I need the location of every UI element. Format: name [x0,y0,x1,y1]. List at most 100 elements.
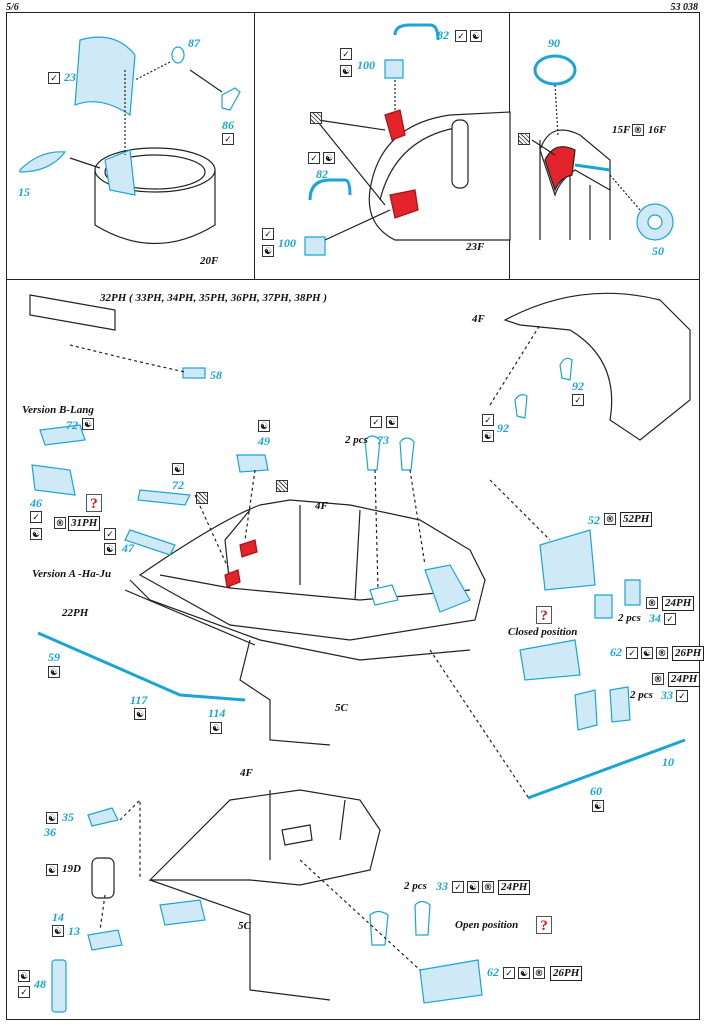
part-87: 87 [188,36,200,50]
glue-icon: ✓ [452,881,464,893]
pcs-34-label: 2 pcs [618,612,641,624]
ref-26PH-b: 26PH [550,966,583,981]
bend-icon: ® [656,647,668,659]
ref-4F-bottom: 4F [240,767,253,779]
part-117: 117 [130,693,148,707]
glue-icon: ✓ [18,986,30,998]
part-72a: 72 [66,418,78,432]
ref-16F: 16F [648,124,667,136]
bend-icon: ® [646,597,658,609]
ref-24PH-c: 24PH [498,880,531,895]
paint-icon: ☯ [467,881,479,893]
ref-5C-bottom: 5C [238,920,251,932]
part-48: 48 [34,977,46,991]
glue-icon: ✓ [308,152,320,164]
part-82-top: 82 [437,28,449,42]
glue-icon: ✓ [104,528,116,540]
part-52: 52 [588,513,600,527]
glue-icon: ✓ [340,48,352,60]
part-59: 59 [48,650,60,664]
ref-24PH-b: 24PH [668,672,701,687]
part-47: 47 [122,541,134,555]
part-73: 73 [377,433,389,447]
unknown-icon: ? [536,606,552,624]
kit-code: 53 038 [670,2,699,13]
paint-icon: ☯ [386,416,398,428]
ref-19D: 19D [62,863,81,875]
glue-icon: ✓ [370,416,382,428]
glue-icon: ✓ [30,511,42,523]
part-60: 60 [590,784,602,798]
glue-icon: ✓ [676,690,688,702]
ref-5C-mid: 5C [335,702,348,714]
part-62a: 62 [610,645,622,659]
part-35: 35 [62,810,74,824]
paint-icon: ☯ [46,812,58,824]
unknown-icon: ? [86,494,102,512]
part-46: 46 [30,496,42,510]
glue-icon: ✓ [482,414,494,426]
cupola-20F [19,36,241,245]
open-position-label: Open position [455,919,519,931]
part-72b: 72 [172,478,184,492]
part-82-bottom: 82 [316,167,328,181]
pcs-33-label-a: 2 pcs [630,689,653,701]
version-a-label: Version A -Ha-Ju [32,568,112,580]
page-number: 5/6 [6,2,19,13]
paint-icon: ☯ [46,864,58,876]
part-33b: 33 [436,879,448,893]
bend-icon: ® [533,967,545,979]
part-100-top: 100 [357,58,375,72]
glue-icon: ✓ [503,967,515,979]
ref-32PH: 32PH ( 33PH, 34PH, 35PH, 36PH, 37PH, 38P… [100,292,328,304]
part-10: 10 [662,755,674,769]
pcs-73-label: 2 pcs [345,434,368,446]
part-50: 50 [652,244,664,258]
bend-icon: ® [632,124,644,136]
paint-icon: ☯ [48,666,60,678]
part-86: 86 [222,118,234,132]
paint-icon: ☯ [52,925,64,937]
hatch-icon [276,480,288,492]
part-36: 36 [44,825,56,839]
paint-icon: ☯ [641,647,653,659]
glue-icon: ✓ [222,133,234,145]
hull-bottom [51,789,483,1013]
part-34: 34 [649,611,661,625]
glue-icon: ✓ [572,394,584,406]
ref-20F: 20F [200,255,219,267]
glue-icon: ✓ [262,228,274,240]
paint-icon: ☯ [262,245,274,257]
paint-icon: ☯ [210,722,222,734]
bend-icon: ® [482,881,494,893]
ref-4F-top: 4F [472,313,485,325]
ref-15F: 15F [612,124,631,136]
ref-22PH: 22PH [62,607,89,619]
glue-icon: ✓ [664,613,676,625]
bend-icon: ® [604,513,616,525]
paint-icon: ☯ [18,970,30,982]
part-92b: 92 [497,421,509,435]
part-114: 114 [208,706,226,720]
paint-icon: ☯ [82,418,94,430]
paint-icon: ☯ [104,543,116,555]
glue-icon: ✓ [455,30,467,42]
ref-24PH-a: 24PH [662,596,695,611]
ref-52PH: 52PH [620,512,653,527]
part-14: 14 [52,910,64,924]
paint-icon: ☯ [470,30,482,42]
paint-icon: ☯ [258,420,270,432]
part-92a: 92 [572,379,584,393]
hatch-icon [310,112,322,124]
glue-icon: ✓ [48,72,60,84]
paint-icon: ☯ [323,152,335,164]
part-23: 23 [64,70,76,84]
part-90: 90 [548,36,560,50]
part-33a: 33 [661,688,673,702]
paint-icon: ☯ [30,528,42,540]
part-13: 13 [68,924,80,938]
ref-26PH-a: 26PH [672,646,705,661]
ref-31PH: 31PH [68,516,101,531]
